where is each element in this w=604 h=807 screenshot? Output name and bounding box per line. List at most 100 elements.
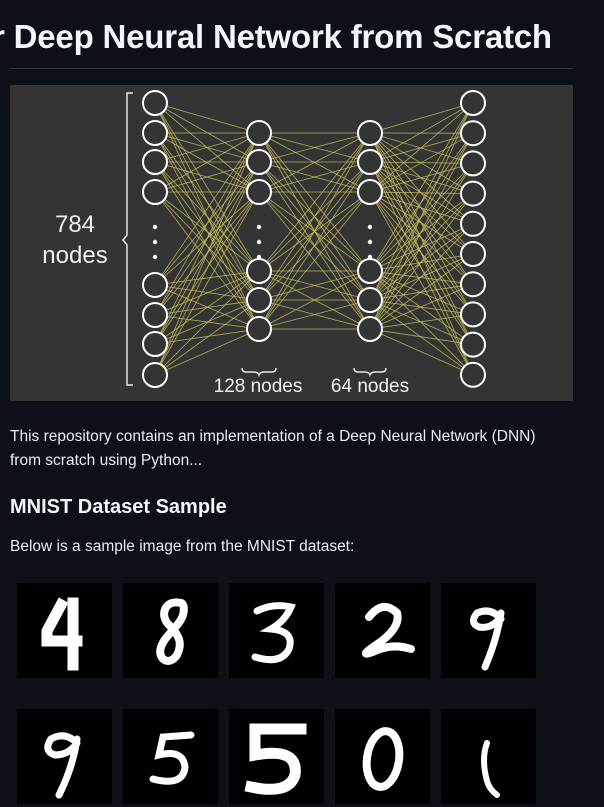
connection-line <box>154 132 260 345</box>
node-circle <box>142 362 168 388</box>
hidden1-label: 128 nodes <box>214 376 303 397</box>
mnist-digit-image <box>335 709 430 804</box>
node-circle <box>142 331 168 357</box>
node-circle <box>142 149 168 175</box>
input-label-line1: 784 <box>55 211 95 238</box>
connection-line <box>154 102 260 272</box>
hidden1-brace <box>241 367 277 378</box>
digit-two <box>362 603 415 658</box>
node-circle <box>357 179 383 205</box>
node-circle <box>246 287 272 313</box>
connection-line <box>258 161 371 193</box>
connection-line <box>369 253 474 330</box>
connection-line <box>154 132 260 272</box>
connection-line <box>369 132 474 285</box>
connection-line <box>154 161 260 376</box>
ellipsis-dot <box>152 239 158 245</box>
node-circle <box>460 150 486 177</box>
connection-line <box>369 102 474 163</box>
connection-line <box>154 299 260 345</box>
connection-line <box>369 191 474 255</box>
neural-network-diagram: 784 nodes 128 nodes 64 nodes <box>10 85 573 401</box>
node-circle <box>357 316 383 342</box>
node-circle <box>142 302 168 328</box>
connection-line <box>369 132 474 255</box>
connection-line <box>369 163 474 193</box>
ellipsis-dot <box>256 224 262 230</box>
connection-line <box>369 133 474 330</box>
section-heading: MNIST Dataset Sample <box>10 496 227 518</box>
connection-line <box>258 191 371 330</box>
connection-line <box>258 161 371 330</box>
mnist-digit-image <box>229 583 324 678</box>
connection-line <box>154 299 260 376</box>
connection-line <box>369 328 474 376</box>
connection-line <box>154 191 260 272</box>
digit-nine <box>470 607 505 671</box>
node-circle <box>460 331 486 358</box>
connection-line <box>154 328 260 345</box>
connection-line <box>154 270 260 316</box>
connection-line <box>154 191 260 330</box>
digit-five <box>244 723 307 795</box>
connection-line <box>258 132 371 272</box>
connection-line <box>258 132 371 301</box>
node-circle <box>142 120 168 146</box>
connection-line <box>369 102 474 272</box>
ellipsis-dot <box>367 239 373 245</box>
node-circle <box>460 90 486 116</box>
title-text: Deep Neural Network from Scratch <box>13 18 552 55</box>
mnist-digit-image <box>123 709 218 804</box>
digit-three <box>251 602 296 664</box>
connection-line <box>369 191 474 345</box>
hidden2-brace <box>353 367 387 378</box>
mnist-digit-image <box>229 709 324 804</box>
mnist-digit-image <box>441 583 536 678</box>
mnist-digit-image <box>17 709 112 804</box>
connection-line <box>369 132 474 193</box>
title-divider <box>10 68 573 69</box>
mnist-digit-image <box>441 709 536 804</box>
connection-line <box>369 283 474 330</box>
connection-line <box>154 284 260 330</box>
connection-line <box>369 314 474 330</box>
connection-line <box>369 191 474 285</box>
ellipsis-dot <box>367 254 373 260</box>
connection-line <box>258 132 371 193</box>
connection-line <box>369 102 474 134</box>
connection-line <box>369 299 474 376</box>
connection-line <box>154 161 260 272</box>
connection-line <box>154 270 260 286</box>
digit-one <box>481 740 500 798</box>
ellipsis-dot <box>256 254 262 260</box>
connection-line <box>258 270 371 330</box>
node-circle <box>460 180 486 207</box>
digit-four <box>41 597 83 671</box>
title-prefix: r <box>0 18 5 55</box>
connection-line <box>369 191 474 315</box>
connection-line <box>369 191 474 194</box>
connection-line <box>369 299 474 345</box>
node-circle <box>460 271 486 298</box>
input-brace <box>122 92 133 386</box>
connection-line <box>369 132 474 225</box>
node-circle <box>357 120 383 146</box>
connection-line <box>258 132 371 330</box>
connection-line <box>369 253 474 272</box>
connection-line <box>369 102 474 301</box>
input-label-line2: nodes <box>42 242 107 269</box>
node-circle <box>357 258 383 284</box>
node-circle <box>246 179 272 205</box>
node-circle <box>142 90 168 116</box>
hidden2-label: 64 nodes <box>331 376 409 397</box>
mnist-digit-image <box>17 583 112 678</box>
connection-line <box>369 193 474 330</box>
ellipsis-dot <box>367 224 373 230</box>
repo-description: This repository contains an implementati… <box>10 428 536 469</box>
connection-line <box>154 191 260 376</box>
connection-line <box>369 191 474 225</box>
page-title: r Deep Neural Network from Scratch <box>0 18 552 56</box>
node-circle <box>357 149 383 175</box>
connection-line <box>154 328 260 376</box>
connection-line <box>369 132 474 164</box>
